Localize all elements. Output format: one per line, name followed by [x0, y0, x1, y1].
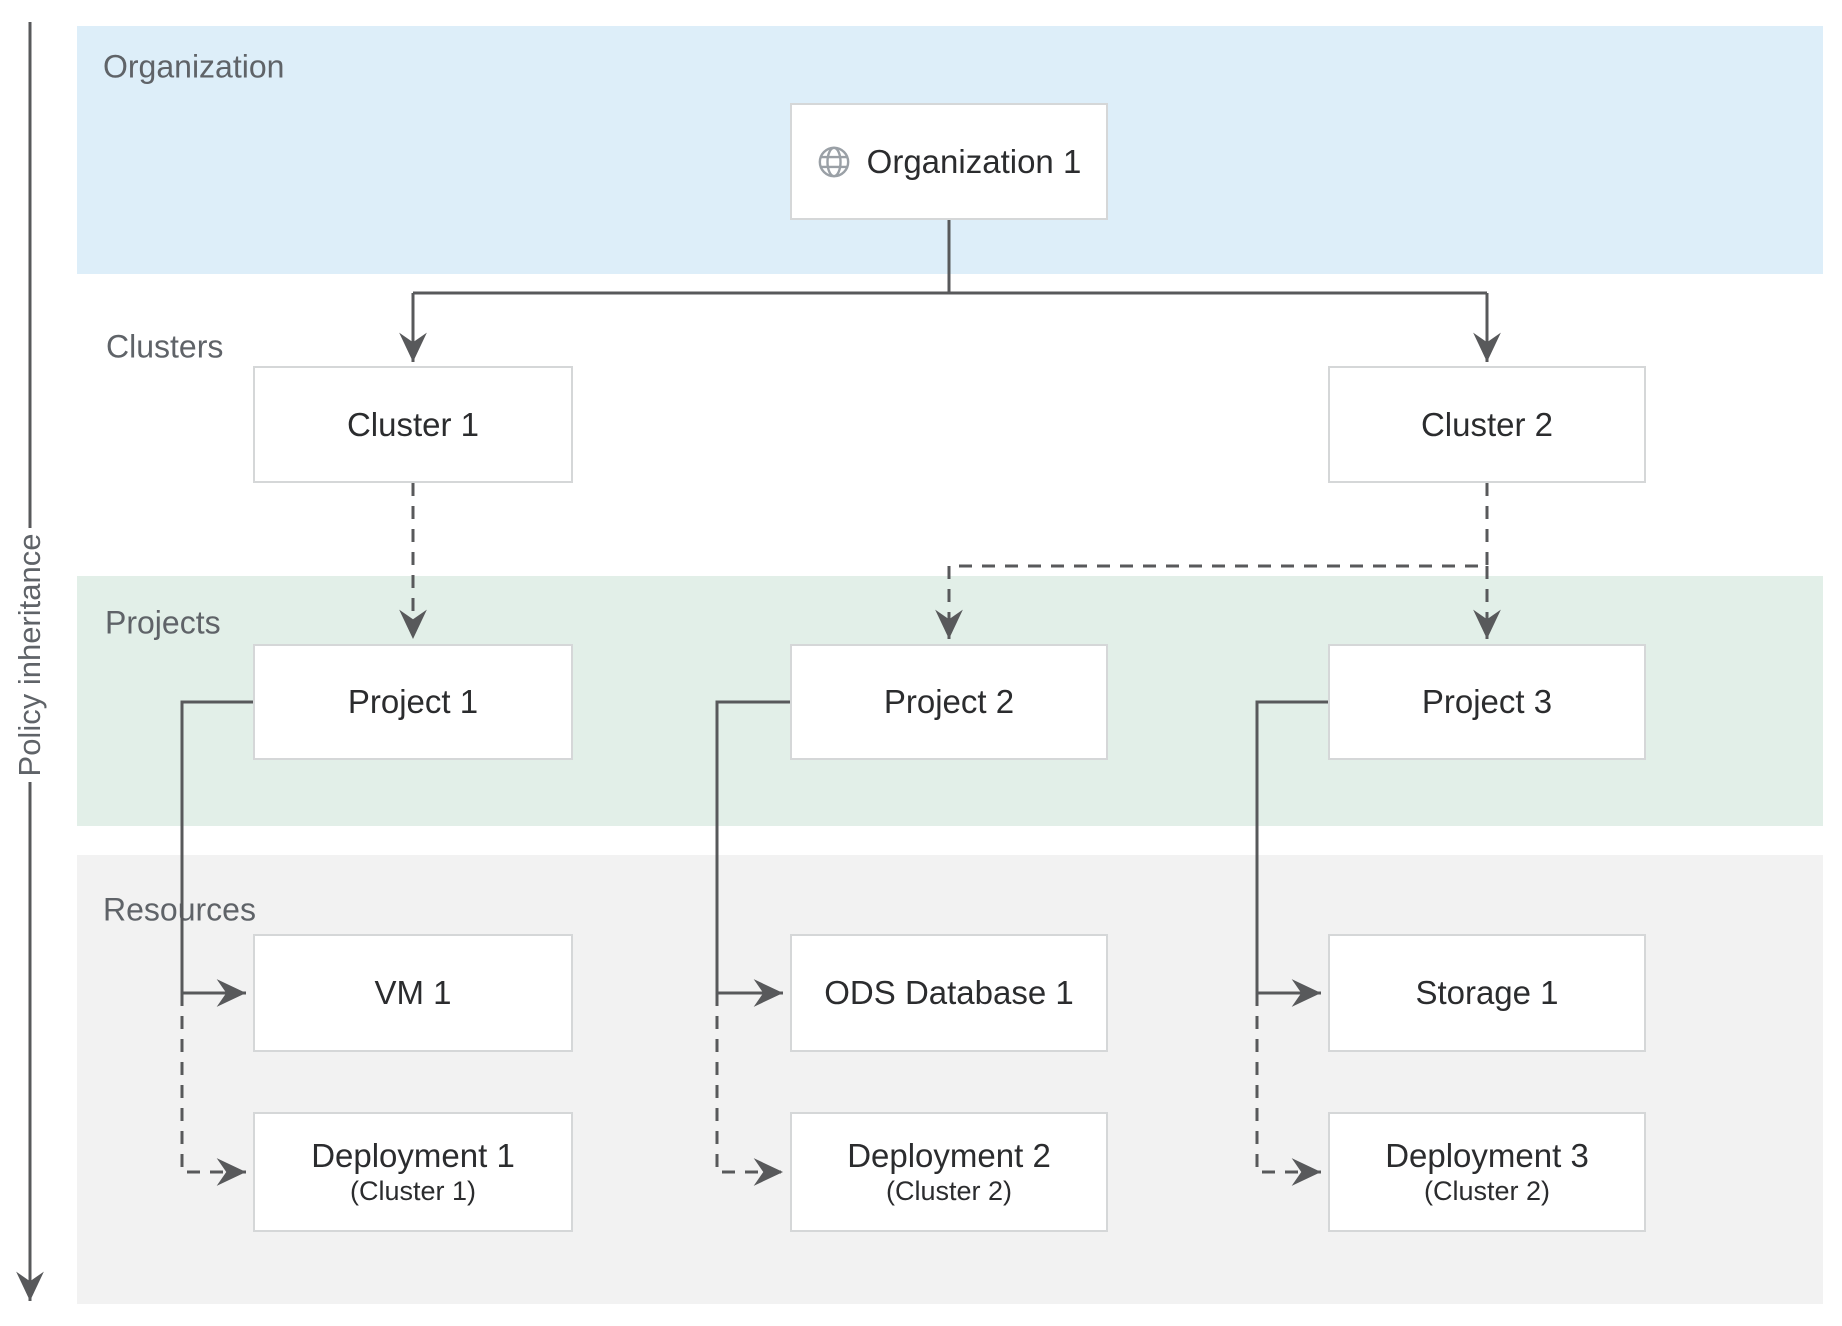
node-sublabel: (Cluster 1) [349, 1175, 477, 1206]
node-deployment-3: Deployment 3 (Cluster 2) [1328, 1112, 1646, 1232]
node-project-3: Project 3 [1328, 644, 1646, 760]
node-label: Cluster 2 [1420, 405, 1554, 443]
node-sublabel: (Cluster 2) [1423, 1175, 1551, 1206]
node-sublabel: (Cluster 2) [885, 1175, 1013, 1206]
node-label: Deployment 2 [847, 1136, 1051, 1174]
node-deployment-2: Deployment 2 (Cluster 2) [790, 1112, 1108, 1232]
node-label: Organization 1 [866, 142, 1082, 180]
policy-inheritance-label: Policy inheritance [12, 533, 47, 777]
globe-icon [817, 145, 851, 179]
node-label: Project 2 [883, 683, 1015, 720]
node-storage-1: Storage 1 [1328, 934, 1646, 1052]
node-organization-1: Organization 1 [790, 103, 1108, 220]
clusters-band-label: Clusters [106, 328, 224, 365]
node-cluster-1: Cluster 1 [253, 366, 573, 483]
node-label: Project 3 [1421, 683, 1553, 720]
node-label: Project 1 [347, 683, 479, 720]
node-deployment-1: Deployment 1 (Cluster 1) [253, 1112, 573, 1232]
node-label: Deployment 1 [311, 1136, 515, 1174]
node-label: Storage 1 [1415, 974, 1559, 1011]
node-project-2: Project 2 [790, 644, 1108, 760]
node-label: ODS Database 1 [824, 974, 1074, 1011]
node-label: Deployment 3 [1385, 1136, 1589, 1174]
node-cluster-2: Cluster 2 [1328, 366, 1646, 483]
organization-band-label: Organization [103, 48, 285, 85]
resources-band-label: Resources [103, 891, 256, 928]
resources-band [77, 855, 1823, 1304]
node-label: VM 1 [374, 974, 452, 1011]
node-label: Cluster 1 [346, 405, 480, 443]
node-ods-database-1: ODS Database 1 [790, 934, 1108, 1052]
node-vm-1: VM 1 [253, 934, 573, 1052]
projects-band-label: Projects [105, 604, 221, 641]
node-project-1: Project 1 [253, 644, 573, 760]
